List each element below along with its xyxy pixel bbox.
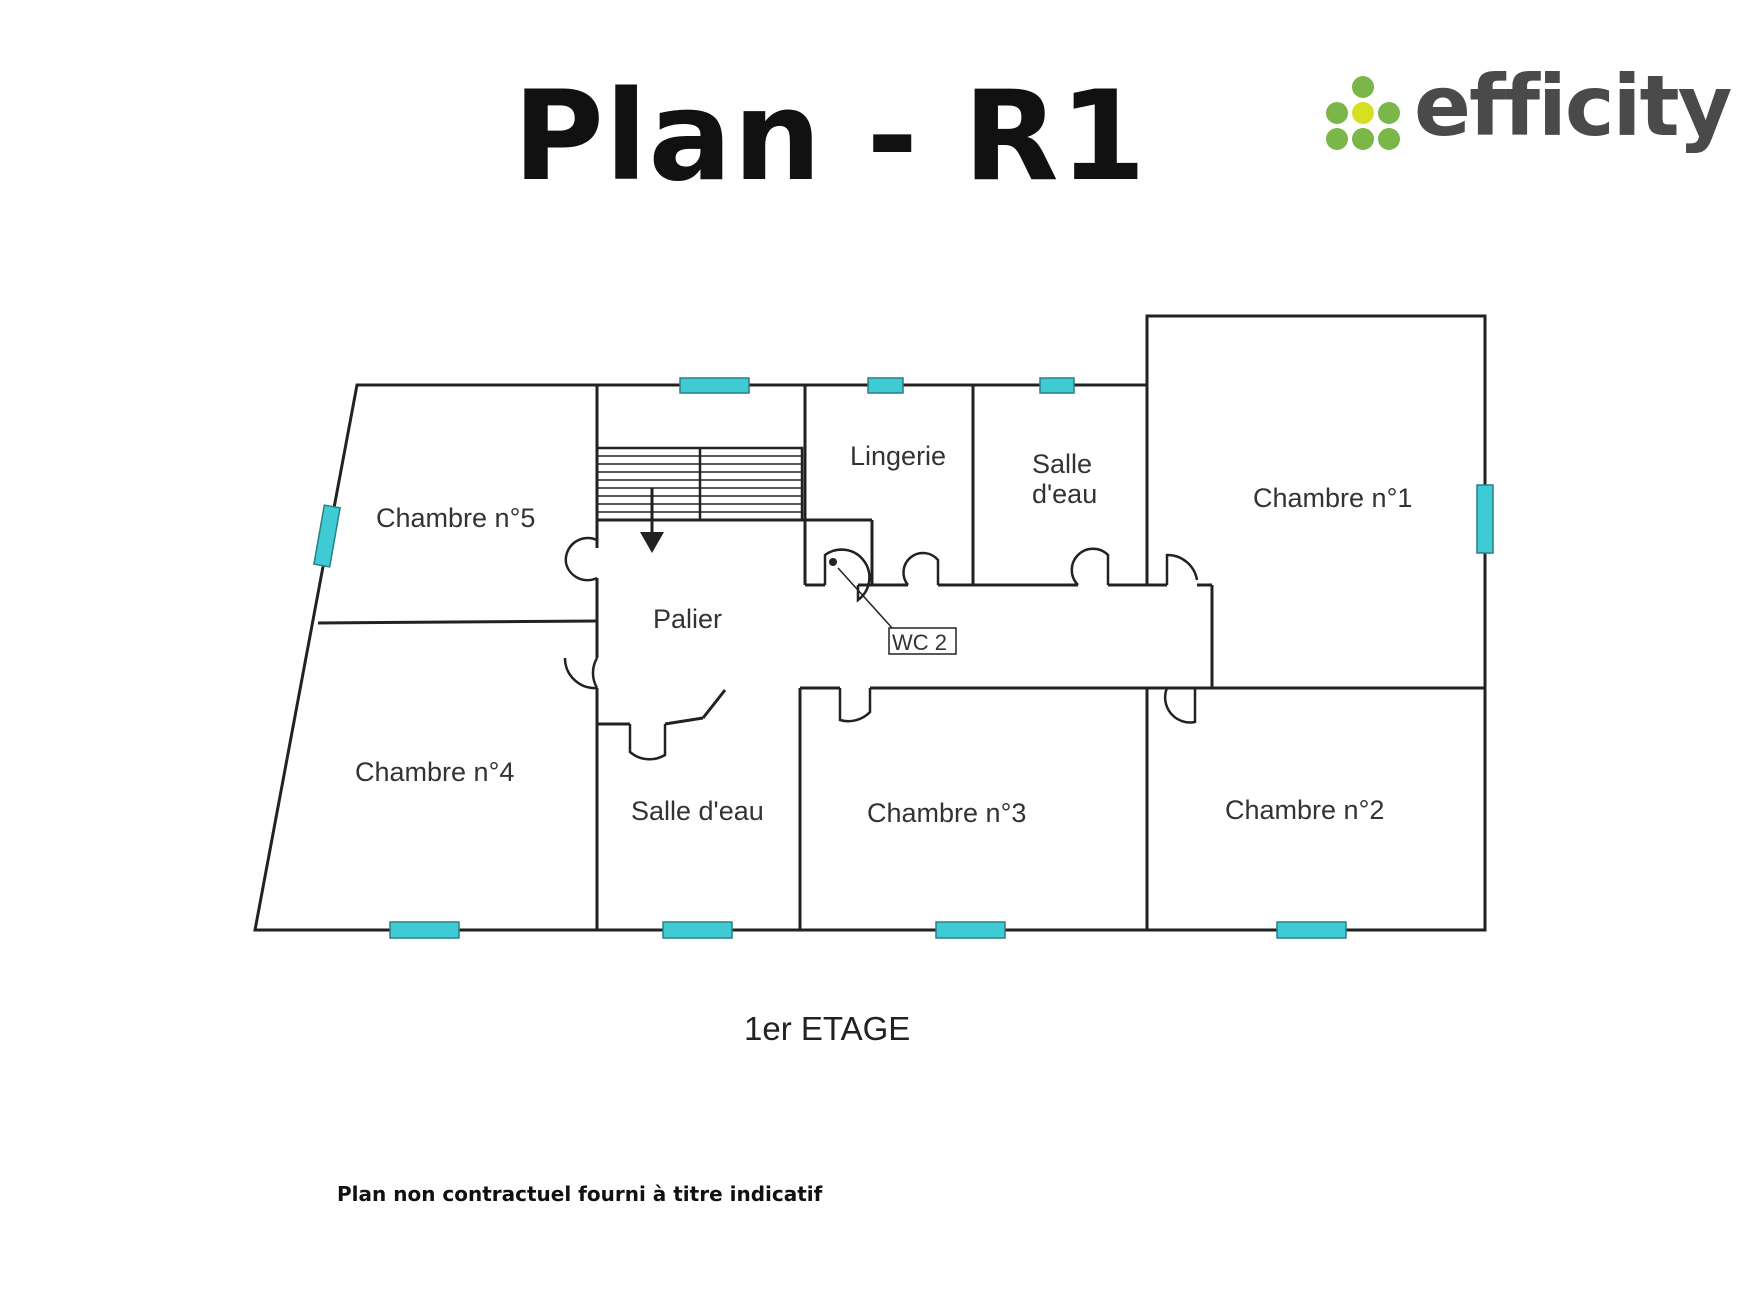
room-label-chambre1: Chambre n°1 (1253, 483, 1412, 513)
room-label-palier: Palier (653, 604, 722, 634)
room-label-salle-deau-bottom: Salle d'eau (631, 796, 764, 826)
disclaimer-text: Plan non contractuel fourni à titre indi… (337, 1182, 823, 1206)
logo-dot (1326, 102, 1348, 124)
logo-wordmark: efficity (1414, 57, 1732, 155)
room-label-chambre2: Chambre n°2 (1225, 795, 1384, 825)
efficity-logo: efficity (1320, 64, 1732, 170)
room-label-salle-deau-top-line2: d'eau (1032, 479, 1097, 509)
logo-dot (1378, 128, 1400, 150)
logo-dot (1352, 128, 1374, 150)
logo-dot (1326, 128, 1348, 150)
door-swings (563, 536, 1199, 761)
room-label-chambre5: Chambre n°5 (376, 503, 535, 533)
logo-dot (1352, 102, 1374, 124)
room-label-lingerie: Lingerie (850, 441, 946, 471)
room-label-chambre4: Chambre n°4 (355, 757, 514, 787)
page-title: Plan - R1 (513, 65, 1147, 209)
room-label-salle-deau-top-line1: Salle (1032, 449, 1092, 479)
room-label-chambre3: Chambre n°3 (867, 798, 1026, 828)
room-label-wc2: WC 2 (892, 630, 947, 655)
logo-dot (1352, 76, 1374, 98)
windows (313, 377, 1494, 939)
logo-dot (1378, 102, 1400, 124)
floor-label: 1er ETAGE (744, 1010, 910, 1047)
wc2-callout (829, 558, 957, 655)
staircase (595, 446, 804, 522)
walls (253, 314, 1487, 932)
stair-arrow (640, 488, 664, 553)
